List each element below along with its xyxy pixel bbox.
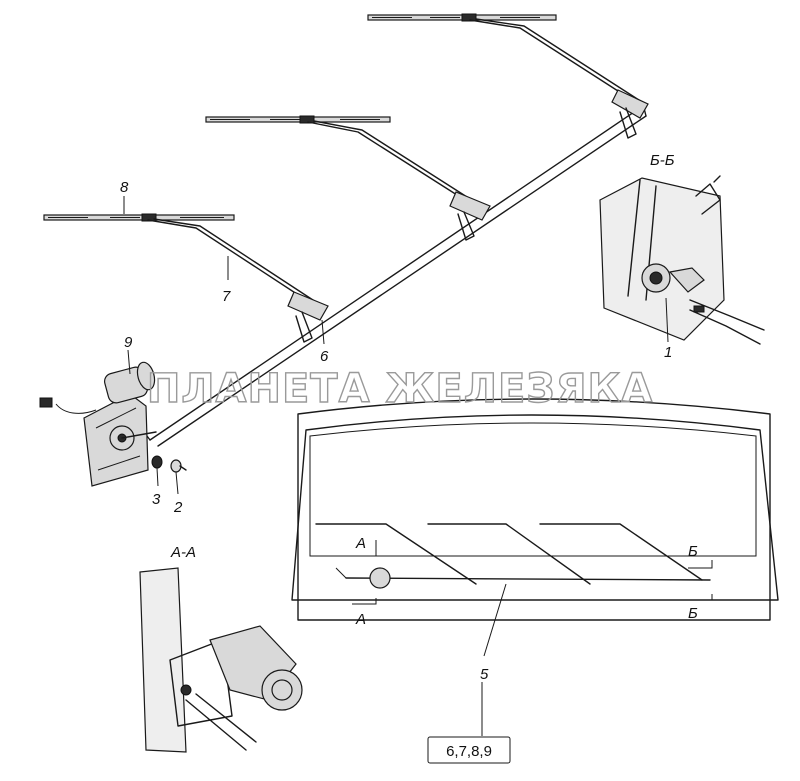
leader-lines (123, 196, 669, 736)
cut-b-bottom-label: Б (688, 605, 698, 622)
label-5: 5 (480, 666, 489, 683)
wiper-blade-middle (205, 115, 391, 124)
kit-box-label: 6,7,8,9 (446, 743, 492, 760)
label-6: 6 (320, 348, 329, 365)
kit-box: 6,7,8,9 (427, 736, 511, 764)
part-labels: 1 2 3 5 6 7 8 9 А-А Б-Б А А Б Б (120, 152, 698, 683)
windshield-locator-view (291, 398, 779, 621)
bolt (170, 459, 187, 473)
watermark-text: ПЛАНЕТА ЖЕЛЕЗЯКА (147, 366, 653, 412)
label-9: 9 (124, 334, 133, 351)
cut-a-bottom-label: А (355, 611, 366, 628)
wiper-blade-front (43, 213, 235, 222)
motor-cable-connector (39, 397, 97, 414)
wiper-motor (83, 361, 157, 487)
wiper-linkage-assembly (39, 13, 649, 487)
section-bb-detail (599, 175, 765, 345)
section-aa-detail (139, 567, 303, 753)
section-bb-title: Б-Б (650, 152, 675, 169)
wiper-blade-top (367, 13, 557, 22)
label-3: 3 (152, 491, 161, 508)
washer (151, 455, 163, 469)
label-1: 1 (664, 344, 672, 361)
cut-b-top-label: Б (688, 543, 698, 560)
label-7: 7 (222, 288, 231, 305)
label-8: 8 (120, 179, 129, 196)
label-2: 2 (173, 499, 183, 516)
cut-a-top-label: А (355, 535, 366, 552)
section-aa-title: А-А (170, 544, 196, 561)
